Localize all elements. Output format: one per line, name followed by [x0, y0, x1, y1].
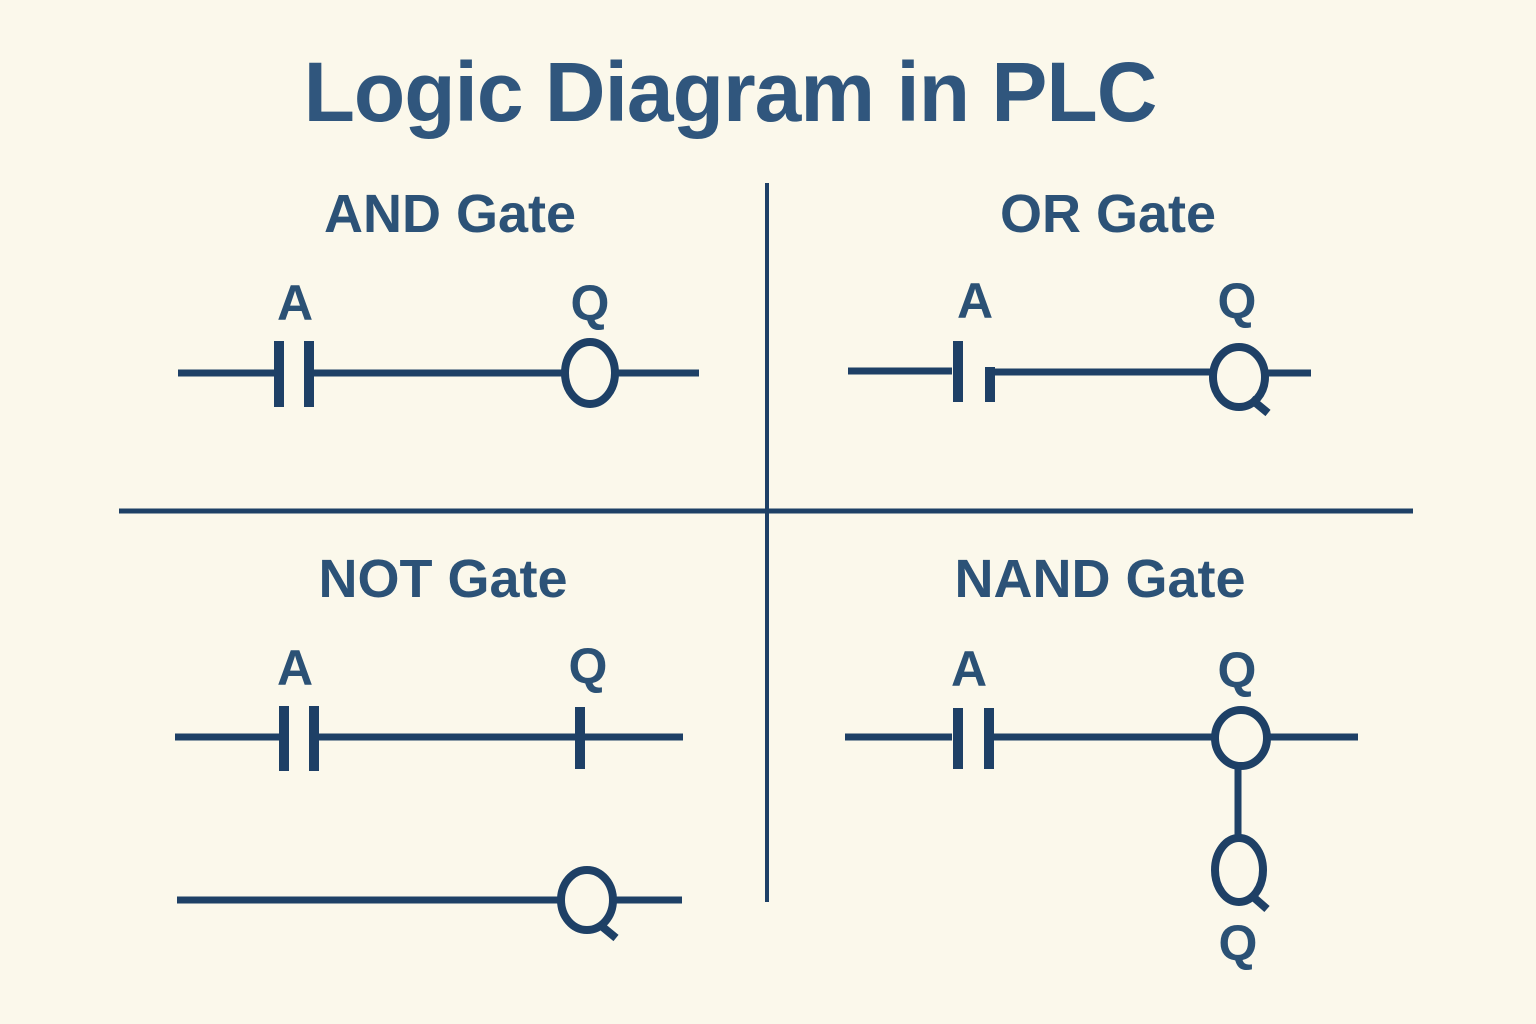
or-output-coil: [1209, 343, 1269, 411]
not-input-label: A: [277, 640, 313, 696]
nand-branch-output-label: Q: [1219, 915, 1258, 971]
not-output-label: Q: [569, 638, 608, 694]
nand-branch-coil-tail: [1248, 891, 1270, 913]
nand-output-coil: [1211, 706, 1271, 770]
or-gate-heading: OR Gate: [1000, 184, 1216, 244]
and-gate-heading: AND Gate: [324, 184, 576, 244]
nand-gate-section: NAND Gate A Q Q: [845, 549, 1358, 971]
and-gate-section: AND Gate A Q: [178, 184, 699, 408]
and-input-label: A: [277, 275, 313, 331]
or-input-label: A: [957, 273, 993, 329]
not-output-coil: [557, 866, 617, 934]
not-coil-tail: [596, 920, 619, 942]
page-title: Logic Diagram in PLC: [304, 45, 1157, 139]
or-gate-section: OR Gate A Q: [848, 184, 1311, 417]
and-output-label: Q: [571, 275, 610, 331]
nand-gate-heading: NAND Gate: [954, 549, 1245, 609]
or-output-label: Q: [1218, 273, 1257, 329]
nand-branch-coil: [1211, 834, 1267, 906]
and-output-coil: [561, 338, 619, 408]
not-gate-section: NOT Gate A Q: [175, 549, 683, 942]
or-coil-tail: [1248, 395, 1271, 417]
nand-input-label: A: [951, 641, 987, 697]
nand-output-label: Q: [1218, 642, 1257, 698]
not-gate-heading: NOT Gate: [318, 549, 567, 609]
